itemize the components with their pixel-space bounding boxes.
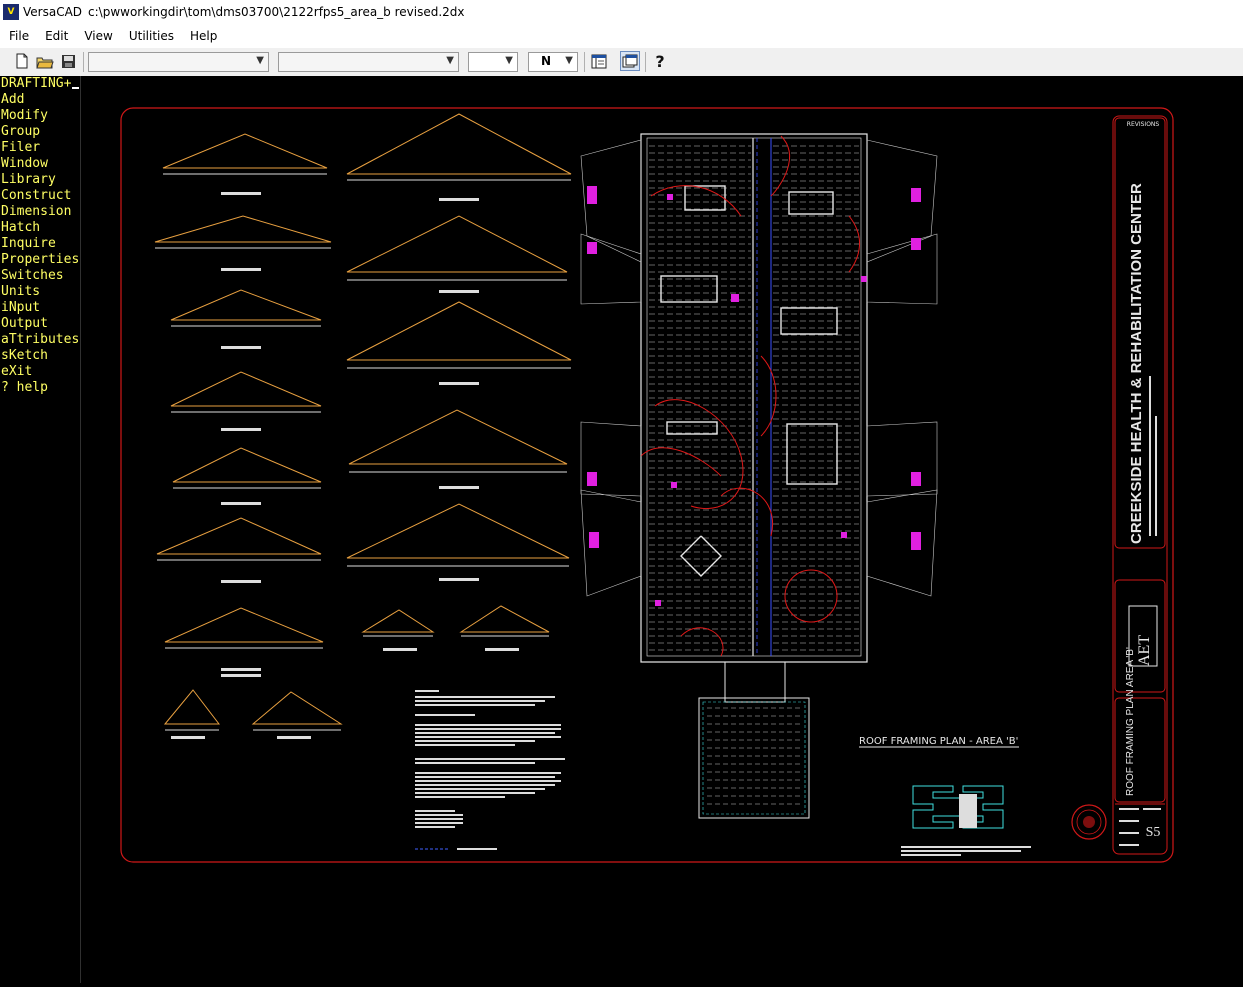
app-name: VersaCAD [23, 5, 83, 19]
drawing-sheet: ROOF FRAMING PLAN - AREA 'B' REVISIONS C… [120, 107, 1174, 863]
general-notes [415, 690, 565, 850]
menu-file[interactable]: File [9, 29, 30, 43]
layer-combo[interactable]: ▼ [88, 52, 269, 72]
menu-item-add[interactable]: Add [1, 92, 25, 107]
sheet-title: ROOF FRAMING PLAN AREA 'B' [1125, 647, 1136, 796]
menu-edit[interactable]: Edit [45, 29, 69, 43]
menu-item-dimension[interactable]: Dimension [1, 204, 72, 219]
menu-item-group[interactable]: Group [1, 124, 41, 139]
menu-item-attributes[interactable]: aTtributes [1, 332, 80, 347]
properties-icon[interactable] [620, 51, 640, 71]
pen-combo[interactable]: ▼ [278, 52, 459, 72]
menu-item-inquire[interactable]: Inquire [1, 236, 56, 251]
new-file-icon[interactable] [13, 52, 31, 70]
open-folder-icon[interactable] [36, 52, 54, 70]
sheet-number: S5 [1146, 825, 1161, 840]
menu-item-properties[interactable]: Properties [1, 252, 80, 267]
menu-item-modify[interactable]: Modify [1, 108, 48, 123]
firm-logo: AET [1136, 635, 1153, 666]
snap-combo-value: N [540, 54, 552, 68]
menu-utilities[interactable]: Utilities [128, 29, 174, 43]
menu-bar: File Edit View Utilities Help [0, 24, 1243, 49]
layout-icon[interactable] [590, 52, 608, 70]
menu-item-sketch[interactable]: sKetch [1, 348, 48, 363]
chevron-down-icon: ▼ [446, 55, 454, 66]
size-combo[interactable]: ▼ [468, 52, 518, 72]
menu-view[interactable]: View [84, 29, 113, 43]
menu-item-input[interactable]: iNput [1, 300, 41, 315]
menu-item-construct[interactable]: Construct [1, 188, 72, 203]
snap-combo[interactable]: N ▼ [528, 52, 578, 72]
title-bar: V VersaCAD c:\pwworkingdir\tom\dms03700\… [0, 0, 1243, 24]
toolbar-separator [645, 52, 646, 72]
truss-labels-left [171, 192, 311, 739]
key-plan [912, 785, 1004, 829]
menu-item-output[interactable]: Output [1, 316, 48, 331]
plan-title: ROOF FRAMING PLAN - AREA 'B' [859, 736, 1018, 747]
save-icon[interactable] [59, 52, 77, 70]
help-icon[interactable]: ? [655, 51, 665, 71]
menu-item-help[interactable]: ? help [1, 380, 48, 395]
key-plan-area-b [959, 794, 977, 828]
file-path: c:\pwworkingdir\tom\dms03700\2122rfps5_a… [88, 5, 465, 19]
chevron-down-icon: ▼ [565, 55, 573, 66]
toolbar: ▼ ▼ ▼ N ▼ ? [0, 48, 1243, 77]
truss-details-left [154, 133, 343, 731]
menu-item-hatch[interactable]: Hatch [1, 220, 41, 235]
menu-item-switches[interactable]: Switches [1, 268, 64, 283]
corridor-extension [698, 661, 810, 819]
wing-bays [580, 139, 938, 597]
menu-item-window[interactable]: Window [1, 156, 48, 171]
roof-framing-plan [640, 133, 868, 663]
menu-item-drafting[interactable]: DRAFTING+ [0, 76, 80, 92]
title-block: REVISIONS CREEKSIDE HEALTH & REHABILITAT… [1071, 115, 1168, 855]
chevron-down-icon: ▼ [256, 55, 264, 66]
chevron-down-icon: ▼ [505, 55, 513, 66]
toolbar-separator [83, 52, 84, 72]
menu-item-exit[interactable]: eXit [1, 364, 33, 379]
drawing-canvas[interactable]: ROOF FRAMING PLAN - AREA 'B' REVISIONS C… [81, 76, 1243, 983]
sheet-border [120, 107, 1174, 863]
command-menu: DRAFTING+ Add Modify Group Filer Window … [0, 76, 81, 983]
project-title: CREEKSIDE HEALTH & REHABILITATION CENTER [1128, 183, 1145, 544]
app-icon: V [3, 4, 19, 20]
engineer-seal [1071, 804, 1107, 840]
menu-item-filer[interactable]: Filer [1, 140, 41, 155]
menu-item-library[interactable]: Library [1, 172, 56, 187]
revisions-label: REVISIONS [1127, 121, 1160, 128]
truss-details-right [346, 113, 572, 637]
menu-help[interactable]: Help [190, 29, 218, 43]
menu-item-units[interactable]: Units [1, 284, 41, 299]
toolbar-separator [584, 52, 585, 72]
truss-labels-right [383, 198, 519, 651]
wing-bay-markers [587, 186, 921, 550]
